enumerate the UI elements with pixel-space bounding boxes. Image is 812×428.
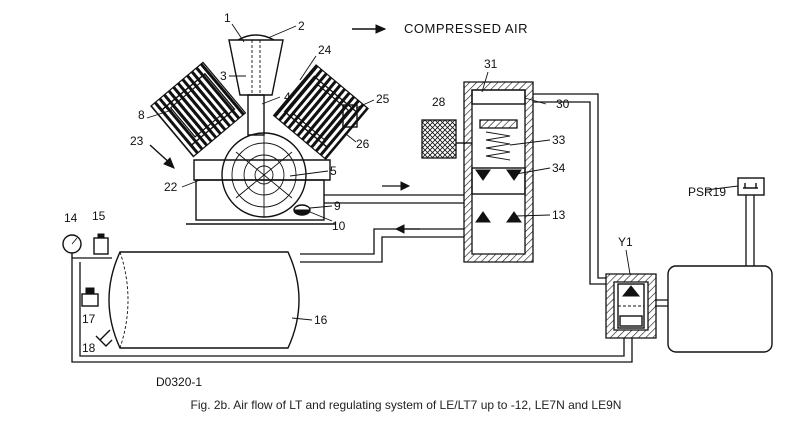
label-10: 10 [332,219,346,233]
tank-body [108,251,300,349]
figure-caption: Fig. 2b. Air flow of LT and regulating s… [190,398,622,412]
piston-30 [471,89,526,105]
flow-arrow-right-icon [400,181,411,191]
label-9: 9 [334,199,341,213]
air-tank [62,233,300,349]
label-33: 33 [552,133,566,147]
pipe-regulator-to-y1 [533,93,606,285]
label-18: 18 [82,341,96,355]
label-16: 16 [314,313,328,327]
label-30: 30 [556,97,570,111]
left-cylinder [150,61,247,158]
air-pipes [71,93,755,363]
spring-33 [485,131,511,161]
valve-25 [342,104,358,128]
solenoid-28 [421,119,457,159]
air-filter [228,39,284,96]
drawing-code: D0320-1 [156,375,202,389]
air-receiver [667,265,773,353]
valve-34 [475,169,522,181]
crankcase-body [195,179,325,221]
label-25: 25 [376,92,390,106]
label-28: 28 [432,95,446,109]
spring-seat [479,119,518,129]
label-1: 1 [224,11,231,25]
legend-arrow-icon [375,24,387,34]
label-22: 22 [164,180,178,194]
regulator-housing [463,81,534,263]
label-17: 17 [82,312,96,326]
label-3: 3 [220,69,227,83]
pipe-compressor-to-regulator [324,194,464,204]
valve-13 [475,211,522,223]
pipe-y1-to-receiver [655,299,668,307]
part-labels: 1 2 3 4 5 8 9 10 13 14 15 16 17 18 22 23… [64,11,726,389]
compressor [149,34,369,225]
label-8: 8 [138,108,145,122]
filter-cap [237,34,275,41]
pressure-switch-psr19 [737,177,765,196]
drain-valve-18 [95,329,113,347]
label-23: 23 [130,134,144,148]
safety-valve-icon [93,237,109,255]
inlet-arrow-icon [163,157,175,169]
label-24: 24 [318,43,332,57]
solenoid-valve-y1 [605,273,657,339]
legend-label: COMPRESSED AIR [404,21,528,36]
label-26: 26 [356,137,370,151]
label-34: 34 [552,161,566,175]
pipe-receiver-to-psr19 [745,195,755,266]
label-2: 2 [298,19,305,33]
legend: COMPRESSED AIR [352,21,528,36]
label-5: 5 [330,164,337,178]
label-4: 4 [284,90,291,104]
label-13: 13 [552,208,566,222]
label-15: 15 [92,209,106,223]
leader-lines [146,23,739,321]
label-y1: Y1 [618,235,633,249]
label-14: 14 [64,211,78,225]
regulator [421,81,534,263]
drain-valve-17 [81,293,99,307]
label-psr19: PSR19 [688,185,726,199]
flow-arrow-left-icon [394,224,405,234]
pipe-tank-to-y1 [71,257,633,363]
label-31: 31 [484,57,498,71]
pipe-regulator-to-tank [300,228,464,263]
crankcase-top [193,159,331,181]
intake-pipe [247,94,265,136]
right-cylinder [272,64,369,161]
